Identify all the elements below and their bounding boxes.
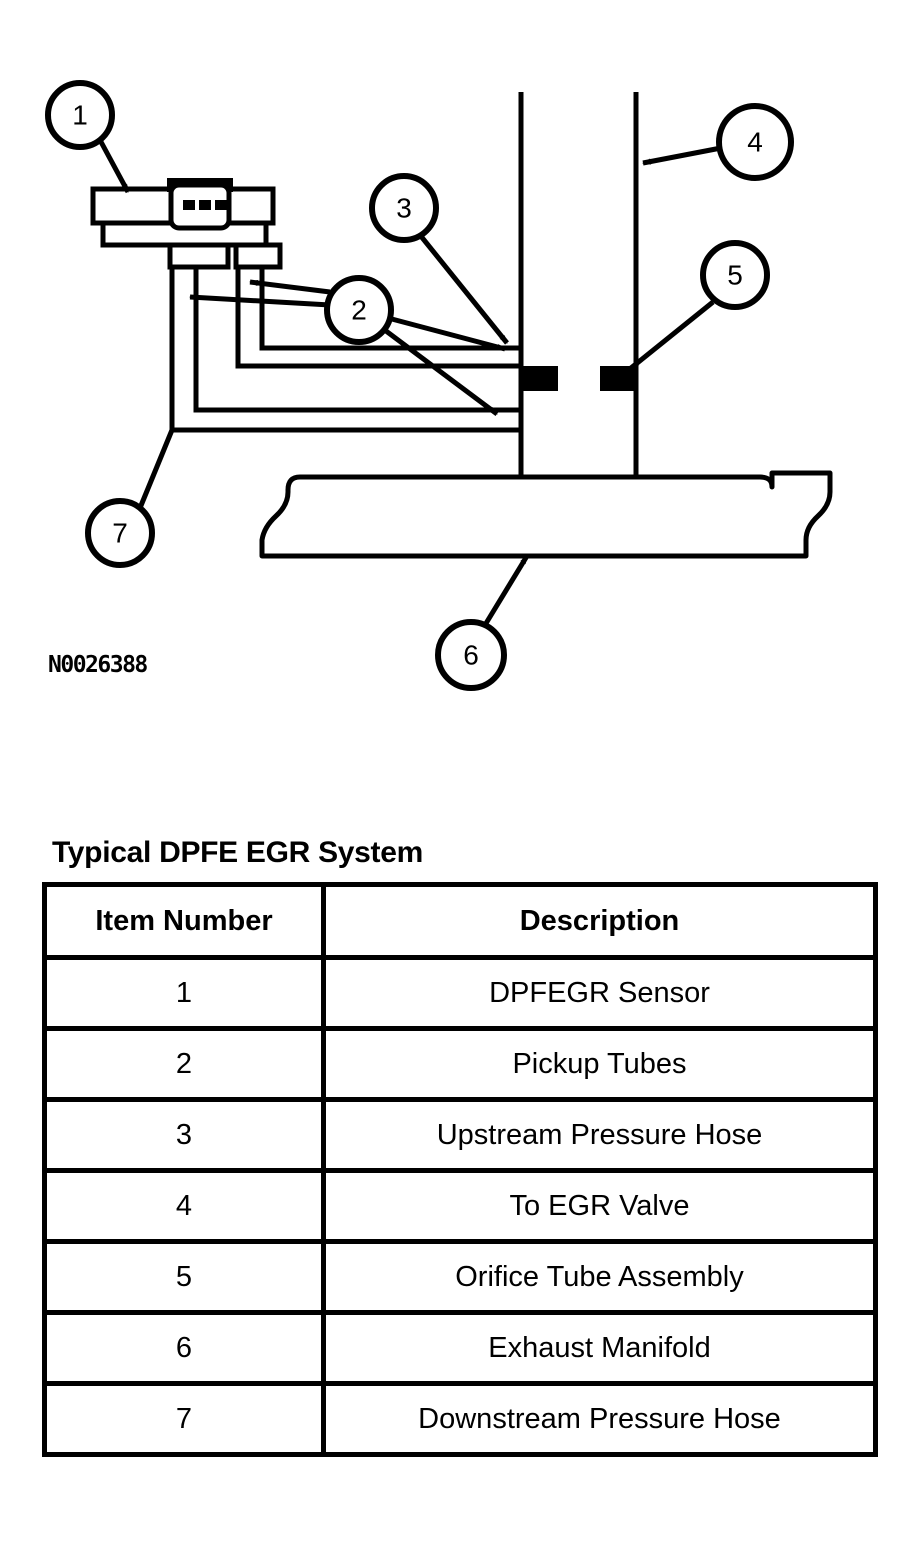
cell-item-number: 5 [47,1239,326,1310]
cell-description: To EGR Valve [326,1168,873,1239]
callout-bubble-7[interactable]: 7 [85,498,155,568]
cell-description: DPFEGR Sensor [326,955,873,1026]
callout-number-7: 7 [112,518,128,549]
cell-description: Upstream Pressure Hose [326,1097,873,1168]
cell-description: Exhaust Manifold [326,1310,873,1381]
table-row: 6 Exhaust Manifold [47,1310,873,1381]
parts-table-block: Typical DPFE EGR System Item Number Desc… [42,836,878,1457]
callout-leader-4 [642,145,722,166]
callout-number-4: 4 [747,127,763,158]
table-row: 7 Downstream Pressure Hose [47,1381,873,1452]
cell-description: Orifice Tube Assembly [326,1239,873,1310]
callout-leader-3 [418,233,509,345]
orifice-tube-fitting-right [600,366,637,391]
sensor-nipple-left [167,242,231,270]
dpfe-egr-diagram: 1 2 3 4 5 6 7 [0,0,908,720]
connector-pin-2 [199,200,211,210]
header-item-number: Item Number [47,887,326,955]
callout-number-2: 2 [351,295,367,326]
callout-number-6: 6 [463,640,479,671]
callout-leader-6 [482,554,530,627]
orifice-tube-fitting-left [521,366,558,391]
callout-bubble-6[interactable]: 6 [435,619,507,691]
callout-bubble-5[interactable]: 5 [700,240,770,310]
table-row: 4 To EGR Valve [47,1168,873,1239]
callout-leader-1 [97,138,131,194]
cell-item-number: 2 [47,1026,326,1097]
cell-item-number: 7 [47,1381,326,1452]
parts-table: Item Number Description 1 DPFEGR Sensor … [42,882,878,1457]
callout-leader-7 [137,429,175,509]
connector-pin-3 [215,200,227,210]
exhaust-manifold-shape [259,470,833,559]
dpfe-sensor-body [90,178,276,248]
callout-bubble-1[interactable]: 1 [45,80,115,150]
cell-item-number: 6 [47,1310,326,1381]
callout-leader-5 [629,300,715,370]
callout-leader-2 [189,279,506,417]
connector-pin-1 [183,200,195,210]
callout-number-3: 3 [396,193,412,224]
table-row: 3 Upstream Pressure Hose [47,1097,873,1168]
diagram-canvas: 1 2 3 4 5 6 7 [45,80,833,691]
cell-item-number: 1 [47,955,326,1026]
table-caption: Typical DPFE EGR System [52,836,424,869]
table-row: 2 Pickup Tubes [47,1026,873,1097]
cell-description: Pickup Tubes [326,1026,873,1097]
callout-bubble-2[interactable]: 2 [324,275,394,345]
figure-id-label: N0026388 [48,652,148,678]
parts-table-body: 1 DPFEGR Sensor 2 Pickup Tubes 3 Upstrea… [47,955,873,1452]
callout-number-5: 5 [727,260,743,291]
table-header-row: Item Number Description [47,887,873,955]
cell-item-number: 3 [47,1097,326,1168]
header-description: Description [326,887,873,955]
table-row: 5 Orifice Tube Assembly [47,1239,873,1310]
callout-number-1: 1 [72,100,88,131]
sensor-nipple-right [233,242,283,270]
cell-item-number: 4 [47,1168,326,1239]
table-row: 1 DPFEGR Sensor [47,955,873,1026]
callout-bubble-4[interactable]: 4 [716,103,794,181]
callout-bubble-3[interactable]: 3 [369,173,439,243]
cell-description: Downstream Pressure Hose [326,1381,873,1452]
